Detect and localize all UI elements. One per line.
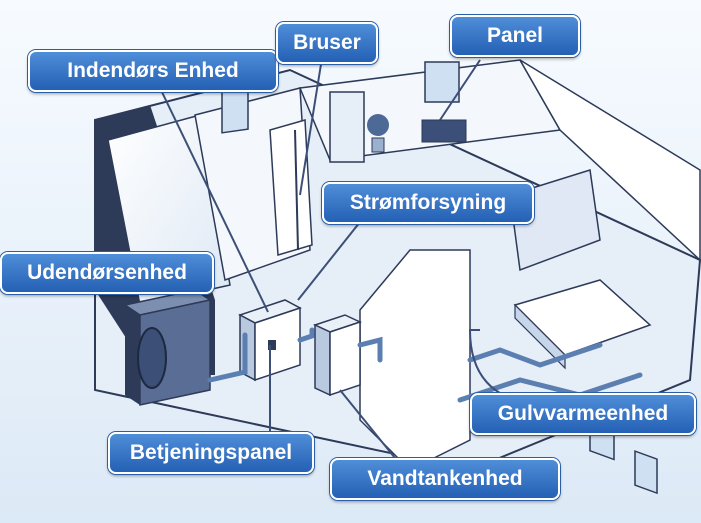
label-panel: Panel <box>450 15 580 57</box>
label-outdoor-unit: Udendørsenhed <box>0 252 214 294</box>
leader-indoor-unit <box>159 87 269 313</box>
water-tank-box <box>312 314 363 397</box>
label-control-panel: Betjeningspanel <box>108 432 314 474</box>
right-wall <box>519 59 701 262</box>
plant <box>367 114 389 153</box>
panel-radiator <box>421 119 467 143</box>
bed-frame <box>514 303 566 370</box>
label-floor-heating-unit: Gulvvarmeenhed <box>470 393 696 435</box>
pipes <box>207 327 643 403</box>
leader-panel <box>439 59 481 121</box>
back-window-1 <box>424 61 460 103</box>
leader-lines <box>159 57 516 459</box>
door <box>329 91 365 163</box>
leader-power-supply <box>297 221 361 301</box>
leader-water-tank <box>339 389 396 459</box>
right-window-2 <box>634 450 658 495</box>
shower-stall <box>269 119 313 256</box>
label-indoor-unit: Indendørs Enhed <box>28 50 278 92</box>
indoor-unit-box <box>238 299 302 382</box>
label-power-supply: Strømforsyning <box>322 182 534 224</box>
bathroom-window <box>221 84 249 134</box>
outdoor-unit <box>123 289 212 406</box>
partition-wall <box>359 249 471 471</box>
label-water-tank-unit: Vandtankenhed <box>330 458 560 500</box>
leader-shower <box>299 57 323 196</box>
shower-pipe <box>294 129 299 251</box>
label-shower: Bruser <box>276 22 378 64</box>
